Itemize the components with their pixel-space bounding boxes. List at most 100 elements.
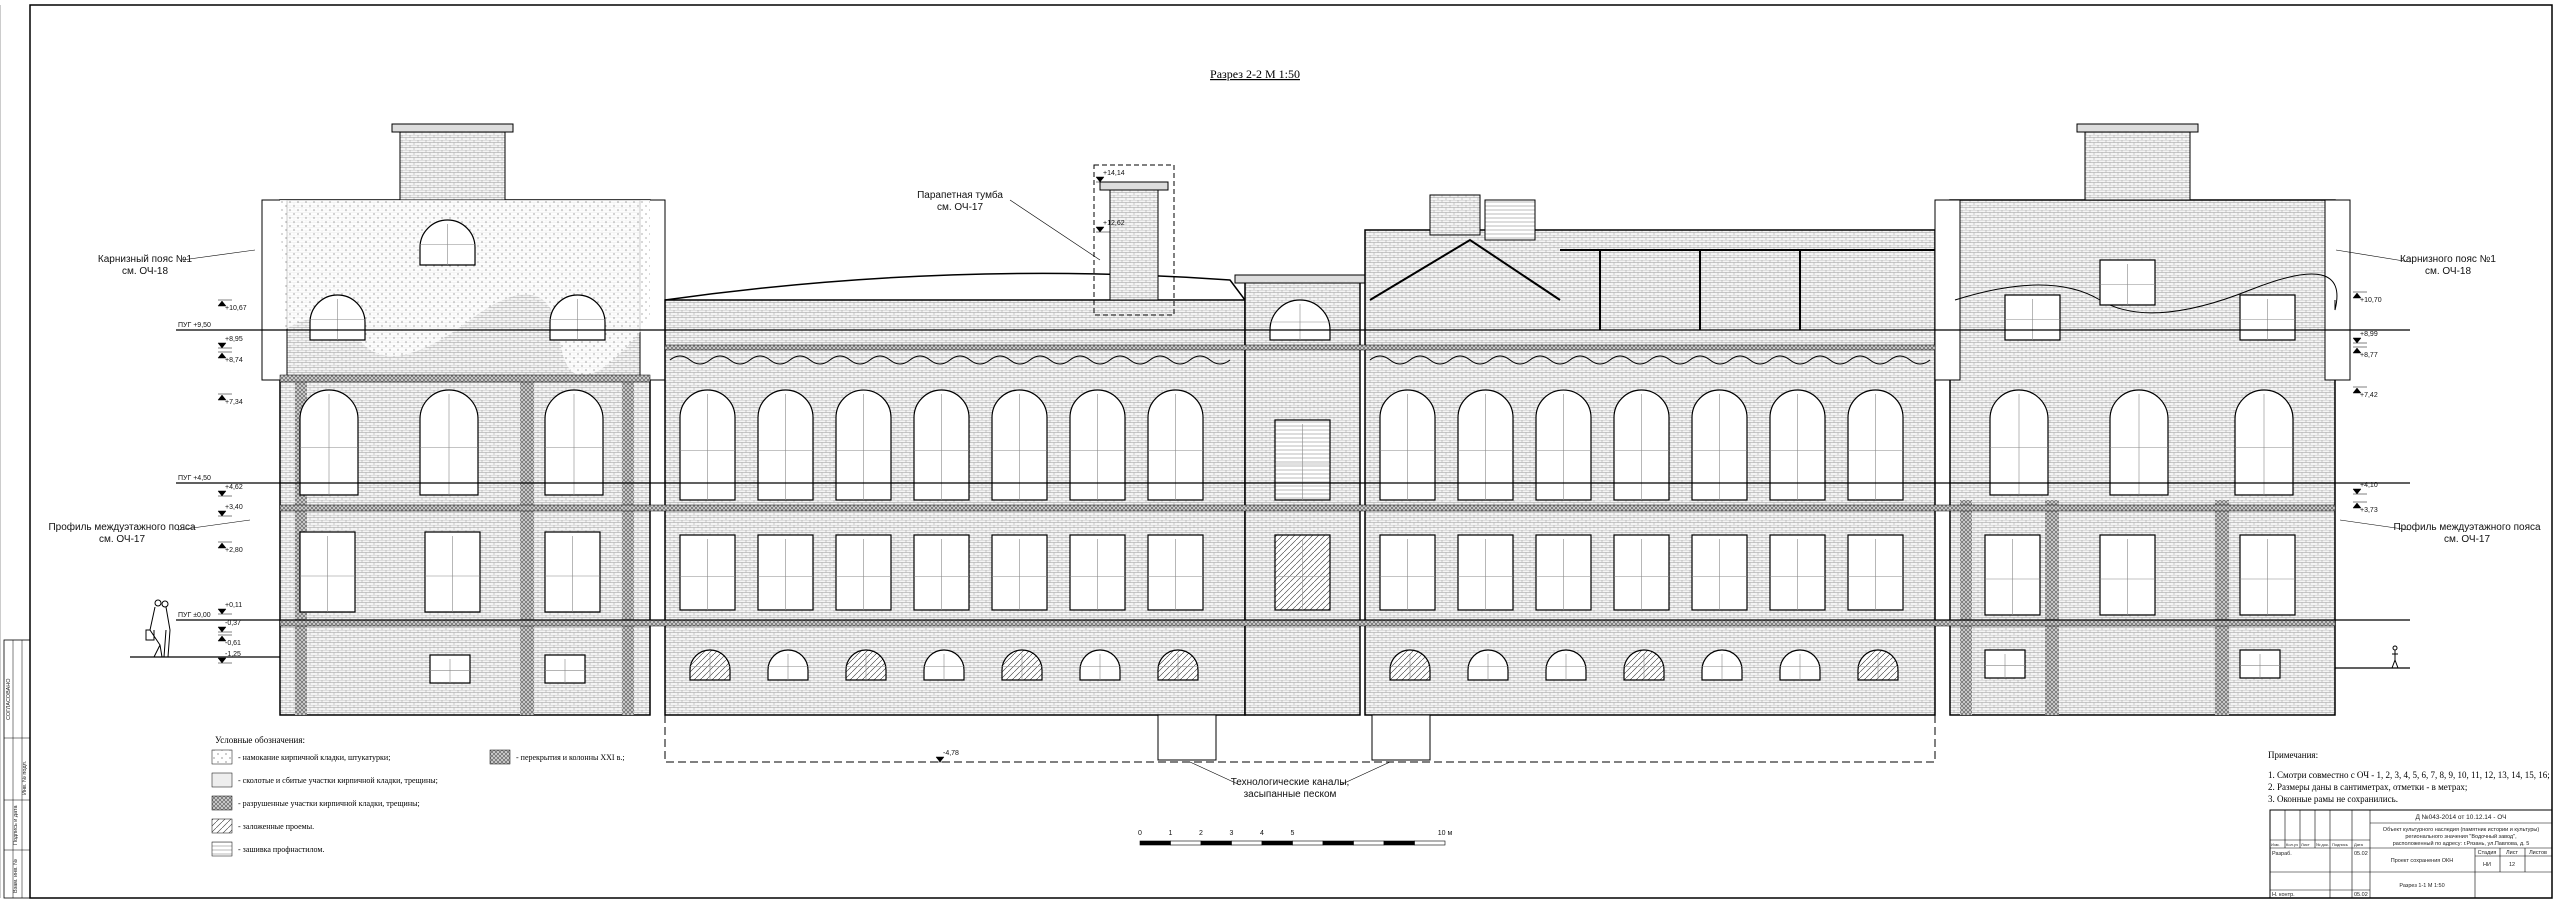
elevation-mark: +7,42 xyxy=(2352,386,2378,399)
callout-channels: Технологические каналы, засыпанные песко… xyxy=(1189,761,1391,800)
scale-label: 10 м xyxy=(1438,830,1453,837)
elevation-value: +8,99 xyxy=(2360,331,2378,338)
elevation-value: +10,67 xyxy=(225,305,247,312)
project-name: Проект сохранения ОКН xyxy=(2391,858,2454,864)
building-section xyxy=(261,123,2351,763)
elevation-mark: +10,67 xyxy=(217,299,247,312)
legend: Условные обозначения: - намокание кирпич… xyxy=(211,735,625,857)
callout-text: засыпанные песком xyxy=(1244,789,1337,800)
callout-text: Технологические каналы, xyxy=(1231,777,1350,788)
elevation-mark: -1,25 xyxy=(217,651,241,664)
notes-title: Примечания: xyxy=(2268,750,2318,760)
callout-text: Профиль междуэтажного пояса xyxy=(48,521,196,533)
level-label-0-00: ПУГ ±0,00 xyxy=(178,612,211,619)
developer-label: Разраб. xyxy=(2272,851,2292,857)
callout-text: Карнизный пояс №1 xyxy=(98,254,193,265)
callout-profile-right: Профиль междуэтажного пояса см. ОЧ-17 xyxy=(2339,519,2541,545)
elevation-mark: +12,62 xyxy=(1095,220,1125,233)
scale-segment xyxy=(1170,840,1202,846)
callout-text: Профиль междуэтажного пояса xyxy=(2393,521,2541,533)
header-sheet: Лист xyxy=(2301,842,2310,847)
callout-parapet: Парапетная тумба см. ОЧ-17 xyxy=(917,189,1101,261)
elevation-value: -0,61 xyxy=(225,640,241,647)
elevation-mark: +8,95 xyxy=(217,336,243,349)
legend-label: - заложенные проемы. xyxy=(238,822,314,831)
callout-text: Карнизного пояс №1 xyxy=(2400,254,2496,265)
legend-label: - зашивка профнастилом. xyxy=(238,845,324,854)
note-2: 2. Размеры даны в сантиметрах, отметки -… xyxy=(2268,782,2467,792)
document-code: Д №043-2014 от 10.12.14 - ОЧ xyxy=(2415,814,2506,821)
callout-text: Парапетная тумба xyxy=(917,189,1003,201)
elevation-value: +8,74 xyxy=(225,357,243,364)
elevation-value: +12,62 xyxy=(1103,220,1125,227)
legend-label: - перекрытия и колонны XXI в.; xyxy=(516,753,625,762)
elevation-value: +4,62 xyxy=(225,484,243,491)
stage-value: НИ xyxy=(2483,862,2491,868)
elevation-mark: +8,99 xyxy=(2352,331,2378,344)
scale-label: 4 xyxy=(1260,830,1264,837)
norm-control-label: Н. контр. xyxy=(2272,892,2295,898)
elevation-mark: +4,10 xyxy=(2352,482,2378,495)
object-line-2: регионального значения "Водочный завод", xyxy=(2405,833,2517,840)
legend-item-profiled-sheet: - зашивка профнастилом. xyxy=(211,841,324,857)
elevation-value: -1,25 xyxy=(225,651,241,658)
scale-segment xyxy=(1139,840,1171,846)
level-label-9-50: ПУГ +9,50 xyxy=(178,322,211,329)
scale-segment xyxy=(1322,840,1354,846)
stamp-approved: СОГЛАСОВАНО xyxy=(6,678,12,720)
header-date: Дата xyxy=(2354,842,2364,847)
elevation-mark: -0,61 xyxy=(217,634,241,647)
drawing-title: Разрез 2-2 М 1:50 xyxy=(1210,67,1300,81)
scale-label: 5 xyxy=(1291,830,1295,837)
elevation-value: -0,37 xyxy=(225,620,241,627)
legend-item-destroyed: - разрушенные участки кирпичной кладки, … xyxy=(211,795,420,811)
elevation-mark: +3,73 xyxy=(2352,501,2378,514)
elevation-mark: +0,11 xyxy=(217,602,242,615)
level-label-4-50: ПУГ +4,50 xyxy=(178,475,211,482)
header-qty: Кол.уч xyxy=(2286,842,2298,847)
legend-title: Условные обозначения: xyxy=(215,735,305,745)
legend-item-chipped: - сколотые и сбитые участки кирпичной кл… xyxy=(211,772,438,788)
callout-ref: см. ОЧ-18 xyxy=(2425,266,2472,277)
callout-cornice-left: Карнизный пояс №1 см. ОЧ-18 xyxy=(98,249,256,277)
drawing-name: Разрез 1-1 М 1:50 xyxy=(2399,883,2444,889)
elevation-value: +8,77 xyxy=(2360,352,2378,359)
legend-label: - разрушенные участки кирпичной кладки, … xyxy=(238,799,420,808)
scale-segment xyxy=(1353,840,1385,846)
scale-label: 0 xyxy=(1138,830,1142,837)
stamp-sign-date: Подпись и дата xyxy=(13,805,19,845)
tech-channel xyxy=(1371,714,1431,761)
scale-segment xyxy=(1414,840,1446,846)
elevation-mark: -4,78 xyxy=(935,750,959,763)
tech-channel xyxy=(1157,714,1217,761)
developer-date: 05.02 xyxy=(2354,851,2368,857)
elevation-mark: +8,77 xyxy=(2352,346,2378,359)
sheet-header: Лист xyxy=(2506,850,2518,856)
elevation-value: -4,78 xyxy=(943,750,959,757)
elevation-value: +10,70 xyxy=(2360,297,2382,304)
object-line-1: Объект культурного наследия (памятник ис… xyxy=(2383,827,2540,833)
callout-ref: см. ОЧ-17 xyxy=(99,534,146,545)
callout-profile-left: Профиль междуэтажного пояса см. ОЧ-17 xyxy=(48,519,251,545)
notes: Примечания: 1. Смотри совместно с ОЧ - 1… xyxy=(2268,750,2550,804)
elevation-mark: +10,70 xyxy=(2352,291,2382,304)
legend-item-modern-slabs: - перекрытия и колонны XXI в.; xyxy=(489,749,625,765)
level-lines xyxy=(130,329,2410,669)
callout-ref: см. ОЧ-17 xyxy=(2444,534,2491,545)
elevation-mark: +4,62 xyxy=(217,484,243,497)
legend-item-bricked-openings: - заложенные проемы. xyxy=(211,818,314,834)
elevation-value: +4,10 xyxy=(2360,482,2378,489)
stamp-replaced-inv: Взам. инв. № xyxy=(13,859,19,893)
scale-label: 1 xyxy=(1169,830,1173,837)
scale-segment xyxy=(1200,840,1232,846)
elevation-value: +7,34 xyxy=(225,399,243,406)
callout-ref: см. ОЧ-17 xyxy=(937,202,984,213)
header-signature: Подпись xyxy=(2332,842,2348,847)
scale-label: 3 xyxy=(1230,830,1234,837)
legend-label: - сколотые и сбитые участки кирпичной кл… xyxy=(238,776,438,785)
elevation-value: +0,11 xyxy=(225,602,242,609)
callout-ref: см. ОЧ-18 xyxy=(122,266,169,277)
elevation-mark: +2,80 xyxy=(217,541,243,554)
callout-cornice-right: Карнизного пояс №1 см. ОЧ-18 xyxy=(2335,249,2496,277)
